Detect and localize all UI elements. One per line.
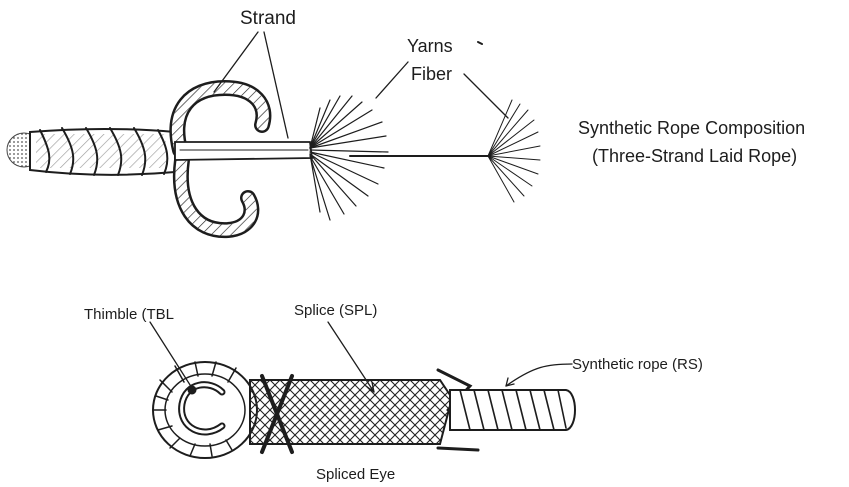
rope-leader [506, 364, 572, 386]
single-strand [175, 142, 312, 160]
spliced-eye-illustration [150, 322, 575, 458]
tucked-end-2 [438, 448, 478, 450]
composition-title-line1: Synthetic Rope Composition [578, 118, 805, 139]
yarns-fan [310, 96, 388, 220]
thimble-label: Thimble (TBL [84, 306, 174, 323]
laid-rope-illustration [7, 32, 540, 230]
composition-title-line2: (Three-Strand Laid Rope) [592, 146, 797, 167]
synthetic-rope-label: Synthetic rope (RS) [572, 356, 703, 373]
yarns-leader [376, 62, 408, 98]
fiber-fan [488, 100, 540, 202]
splice-body [250, 380, 452, 444]
yarns-label: Yarns [407, 36, 453, 57]
fiber-leader [464, 74, 508, 118]
fiber-label: Fiber [411, 64, 452, 85]
spliced-eye-caption: Spliced Eye [316, 466, 395, 483]
strand-label: Strand [240, 8, 296, 30]
speck [478, 42, 482, 44]
splice-label: Splice (SPL) [294, 302, 377, 319]
